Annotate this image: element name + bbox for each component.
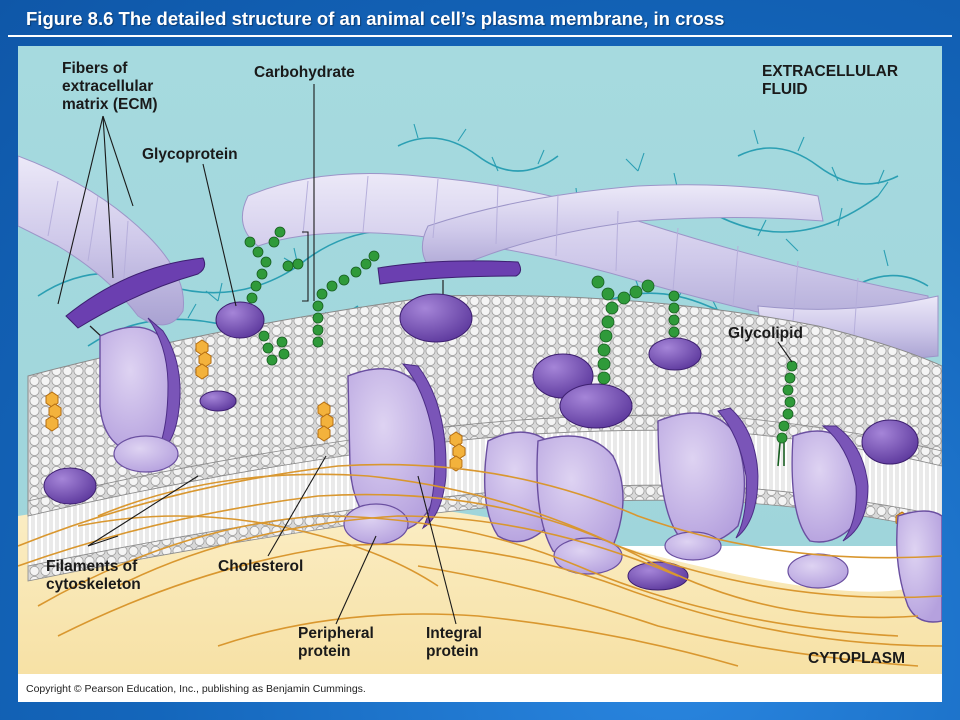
cytoskeleton-filaments <box>18 463 942 667</box>
label-leader-lines <box>57 84 793 625</box>
membrane-illustration <box>18 46 942 702</box>
title-divider <box>8 35 952 37</box>
label-cytoplasm: CYTOPLASM <box>808 650 906 667</box>
label-carbohydrate: Carbohydrate <box>254 64 355 81</box>
slide-title: Figure 8.6 The detailed structure of an … <box>26 8 725 29</box>
label-extracellular-fluid: EXTRACELLULAR FLUID <box>762 63 899 98</box>
label-ecm-fibers: Fibers of extracellular matrix (ECM) <box>62 60 158 113</box>
carbohydrate-chain-5 <box>668 290 680 338</box>
carbohydrate-chain-2 <box>312 250 380 348</box>
cytoplasm-region <box>18 496 942 702</box>
carbohydrate-chain-glycolipid <box>776 360 798 444</box>
peripheral-proteins <box>113 435 849 589</box>
membrane-figure: Fibers of extracellular matrix (ECM) Car… <box>18 46 942 702</box>
carbohydrate-chains <box>244 226 798 444</box>
surface-glycoproteins <box>43 293 919 591</box>
integral-proteins <box>99 326 942 623</box>
glycolipid-tails <box>777 442 785 467</box>
label-cytoskeleton-filaments: Filaments of cytoskeleton <box>46 558 141 593</box>
carbohydrate-chain-3 <box>258 330 290 366</box>
label-peripheral-protein: Peripheral protein <box>298 625 374 660</box>
integral-protein-shading <box>147 317 869 542</box>
copyright-notice: Copyright © Pearson Education, Inc., pub… <box>26 683 366 695</box>
label-cholesterol: Cholesterol <box>218 558 304 575</box>
label-glycoprotein: Glycoprotein <box>142 146 238 163</box>
label-glycolipid: Glycolipid <box>728 325 803 342</box>
carbohydrate-chain-4 <box>591 275 655 385</box>
label-integral-protein: Integral protein <box>426 625 482 660</box>
carbohydrate-chain-1 <box>244 226 304 304</box>
